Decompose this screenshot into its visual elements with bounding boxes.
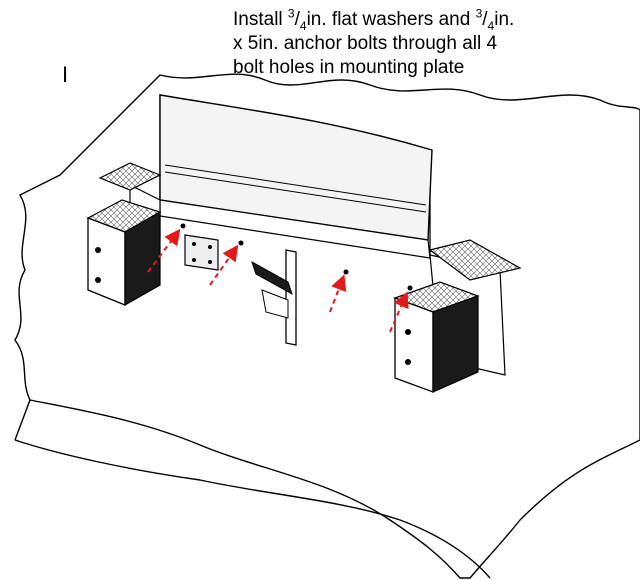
right-tread-plate [428, 239, 522, 281]
floor-slab-edge [14, 439, 491, 579]
arrow-3 [329, 274, 347, 313]
stray-mark: I [62, 62, 69, 87]
floor-slab-edge-2 [14, 399, 31, 441]
deck-hinge-line-2 [164, 171, 427, 213]
instruction-part3: in. [494, 9, 515, 30]
fraction-numerator-2: 3 [475, 6, 483, 21]
support-leg-2 [261, 289, 289, 319]
bolt-arrows [147, 228, 409, 333]
instruction-line2: x 5in. anchor bolts through all 4 [233, 33, 498, 54]
hydraulic-cylinder [285, 249, 297, 346]
fraction-numerator: 3 [287, 6, 295, 21]
instruction-line3: bolt holes in mounting plate [233, 57, 465, 78]
leveler-deck [159, 94, 433, 241]
instruction-part2: in. flat washers and [306, 9, 476, 30]
deck-hinge-line [164, 164, 427, 206]
fraction-denominator-2: 4 [487, 18, 495, 33]
arrow-4 [389, 291, 409, 333]
instruction-text: Install 3/4in. flat washers and 3/4in. x… [233, 8, 633, 80]
arrow-2 [209, 244, 239, 286]
left-bumper [86, 199, 162, 307]
support-leg [251, 260, 293, 296]
fraction-denominator: 4 [299, 18, 307, 33]
left-tread-plate [98, 162, 162, 191]
fraction-slash-2: / [482, 9, 488, 30]
fraction-slash: / [294, 9, 300, 30]
mounting-plate [184, 234, 219, 271]
right-bumper [393, 281, 480, 393]
instruction-part1: Install [233, 9, 288, 30]
